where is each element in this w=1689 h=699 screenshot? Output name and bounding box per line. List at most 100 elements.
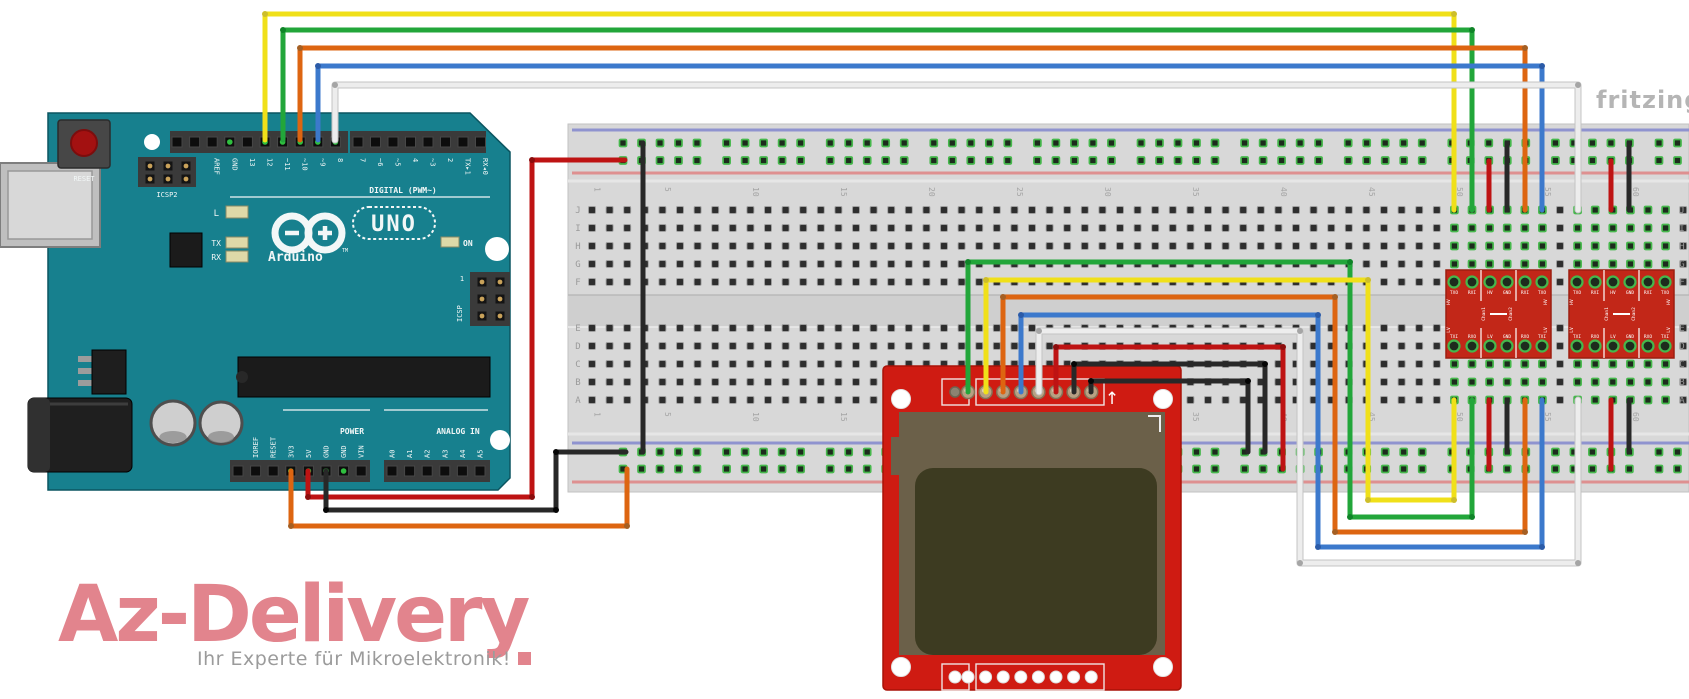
pin-label-AREF: AREF bbox=[213, 158, 221, 175]
wire-bendpoint[interactable] bbox=[1539, 544, 1545, 550]
svg-text:G: G bbox=[575, 260, 580, 270]
wire-bendpoint[interactable] bbox=[1332, 529, 1338, 535]
lcd-mounting-hole bbox=[1153, 389, 1173, 409]
ls-chan2-label: Chan2 bbox=[1508, 307, 1514, 321]
wire-lcd-vcc-to-3v3-rail[interactable] bbox=[1053, 344, 1286, 472]
power-header[interactable] bbox=[230, 460, 370, 482]
wire-bendpoint[interactable] bbox=[983, 277, 989, 283]
wire-bendpoint[interactable] bbox=[624, 523, 630, 529]
wire-lcd-din-to-ls1[interactable] bbox=[1018, 312, 1545, 550]
wire-bendpoint[interactable] bbox=[1522, 45, 1528, 51]
lcd-bottom-pad bbox=[979, 670, 993, 684]
icsp2-label: ICSP2 bbox=[156, 191, 177, 199]
wire-bendpoint[interactable] bbox=[1297, 560, 1303, 566]
svg-text:5: 5 bbox=[663, 187, 672, 192]
reset-button[interactable] bbox=[57, 119, 111, 169]
svg-text:F: F bbox=[575, 278, 580, 288]
wire-bendpoint[interactable] bbox=[1575, 560, 1581, 566]
pin-label-~9: ~9 bbox=[318, 158, 326, 166]
wire-bendpoint[interactable] bbox=[332, 82, 338, 88]
wire-bendpoint[interactable] bbox=[1071, 361, 1077, 367]
wire-bendpoint[interactable] bbox=[288, 523, 294, 529]
svg-text:40: 40 bbox=[1279, 187, 1288, 197]
ls-lv-pin-label: RXO bbox=[1644, 334, 1652, 340]
wires[interactable] bbox=[262, 11, 1632, 567]
svg-text:45: 45 bbox=[1367, 412, 1376, 422]
reset-label: RESET bbox=[73, 175, 95, 183]
on-led bbox=[440, 236, 460, 248]
wire-bendpoint[interactable] bbox=[1262, 361, 1268, 367]
wire-lcd-gnd-to-gnd[interactable] bbox=[1088, 378, 1251, 455]
wire-lcd-clk-to-ls2[interactable] bbox=[1036, 328, 1581, 566]
wire-bendpoint[interactable] bbox=[1053, 344, 1059, 350]
wire-bendpoint[interactable] bbox=[529, 494, 535, 500]
wire-arduino-d9-to-ls1-txo2[interactable] bbox=[315, 63, 1545, 213]
wire-bendpoint[interactable] bbox=[553, 507, 559, 513]
digital-header[interactable] bbox=[170, 131, 486, 153]
wire-bendpoint[interactable] bbox=[1539, 63, 1545, 69]
wire-arduino-3v3-to-bottom-rail[interactable] bbox=[288, 466, 630, 529]
wire-bendpoint[interactable] bbox=[1018, 312, 1024, 318]
wire-bendpoint[interactable] bbox=[315, 63, 321, 69]
svg-text:I: I bbox=[575, 224, 580, 234]
ls-hv-side-label: HV bbox=[1569, 299, 1575, 305]
wire-bendpoint[interactable] bbox=[1280, 344, 1286, 350]
wire-bendpoint[interactable] bbox=[1347, 514, 1353, 520]
wire-bendpoint[interactable] bbox=[965, 259, 971, 265]
wire-bendpoint[interactable] bbox=[1469, 514, 1475, 520]
lcd-bottom-pad bbox=[1084, 670, 1098, 684]
wire-bendpoint[interactable] bbox=[280, 27, 286, 33]
wire-lcd-rst-to-ls1[interactable] bbox=[965, 259, 1475, 520]
wire-bendpoint[interactable] bbox=[1297, 328, 1303, 334]
nokia5110-lcd[interactable]: ↑ bbox=[882, 365, 1182, 691]
wire-lcd-light-to-gnd[interactable] bbox=[1071, 361, 1268, 455]
wire-bendpoint[interactable] bbox=[1469, 27, 1475, 33]
wire-lcd-ce-to-ls1[interactable] bbox=[983, 277, 1457, 503]
wire-bendpoint[interactable] bbox=[323, 507, 329, 513]
ls-hv-side-label: HV bbox=[1666, 299, 1672, 305]
wire-bendpoint[interactable] bbox=[1315, 544, 1321, 550]
wire-bendpoint[interactable] bbox=[1365, 277, 1371, 283]
wire-arduino-d10-to-ls1-rxi2[interactable] bbox=[297, 45, 1528, 213]
wire-bendpoint[interactable] bbox=[1347, 259, 1353, 265]
led-l-label: L bbox=[214, 209, 219, 219]
pin-label-A5: A5 bbox=[477, 450, 485, 458]
wire-bendpoint[interactable] bbox=[1036, 328, 1042, 334]
wire-bendpoint[interactable] bbox=[1522, 529, 1528, 535]
svg-text:50: 50 bbox=[1455, 187, 1464, 197]
wire-bendpoint[interactable] bbox=[553, 449, 559, 455]
svg-text:60: 60 bbox=[1631, 412, 1640, 422]
svg-text:55: 55 bbox=[1543, 412, 1552, 422]
led-tx-label: TX bbox=[211, 239, 221, 248]
wire-bendpoint[interactable] bbox=[305, 494, 311, 500]
wire-bendpoint[interactable] bbox=[1575, 82, 1581, 88]
wire-bendpoint[interactable] bbox=[1000, 294, 1006, 300]
wire-bendpoint[interactable] bbox=[1315, 312, 1321, 318]
wire-lcd-dc-to-ls1[interactable] bbox=[1000, 294, 1528, 535]
ls-hv-pin-label: TXO bbox=[1661, 290, 1669, 296]
wire-bendpoint[interactable] bbox=[297, 45, 303, 51]
svg-text:15: 15 bbox=[839, 187, 848, 197]
pin-label-GND: GND bbox=[230, 158, 238, 171]
wire-arduino-d8-to-ls2-txo[interactable] bbox=[332, 82, 1581, 213]
pin-label-~5: ~5 bbox=[394, 158, 402, 166]
wire-bendpoint[interactable] bbox=[1245, 378, 1251, 384]
wire-bendpoint[interactable] bbox=[262, 11, 268, 17]
wire-bendpoint[interactable] bbox=[1088, 378, 1094, 384]
wire-bendpoint[interactable] bbox=[1451, 497, 1457, 503]
ls-hv-pin-label: RXI bbox=[1521, 290, 1529, 296]
svg-text:B: B bbox=[575, 378, 580, 388]
wire-arduino-d12-to-ls1-txo[interactable] bbox=[262, 11, 1457, 213]
wire-bendpoint[interactable] bbox=[529, 157, 535, 163]
ls-hv-pin-label: RXI bbox=[1644, 290, 1652, 296]
wire-bendpoint[interactable] bbox=[1365, 497, 1371, 503]
wire-bendpoint[interactable] bbox=[1451, 11, 1457, 17]
wire-arduino-d11-to-ls1-rxi[interactable] bbox=[280, 27, 1475, 213]
analog-header[interactable] bbox=[384, 460, 490, 482]
wire-bendpoint[interactable] bbox=[1332, 294, 1338, 300]
